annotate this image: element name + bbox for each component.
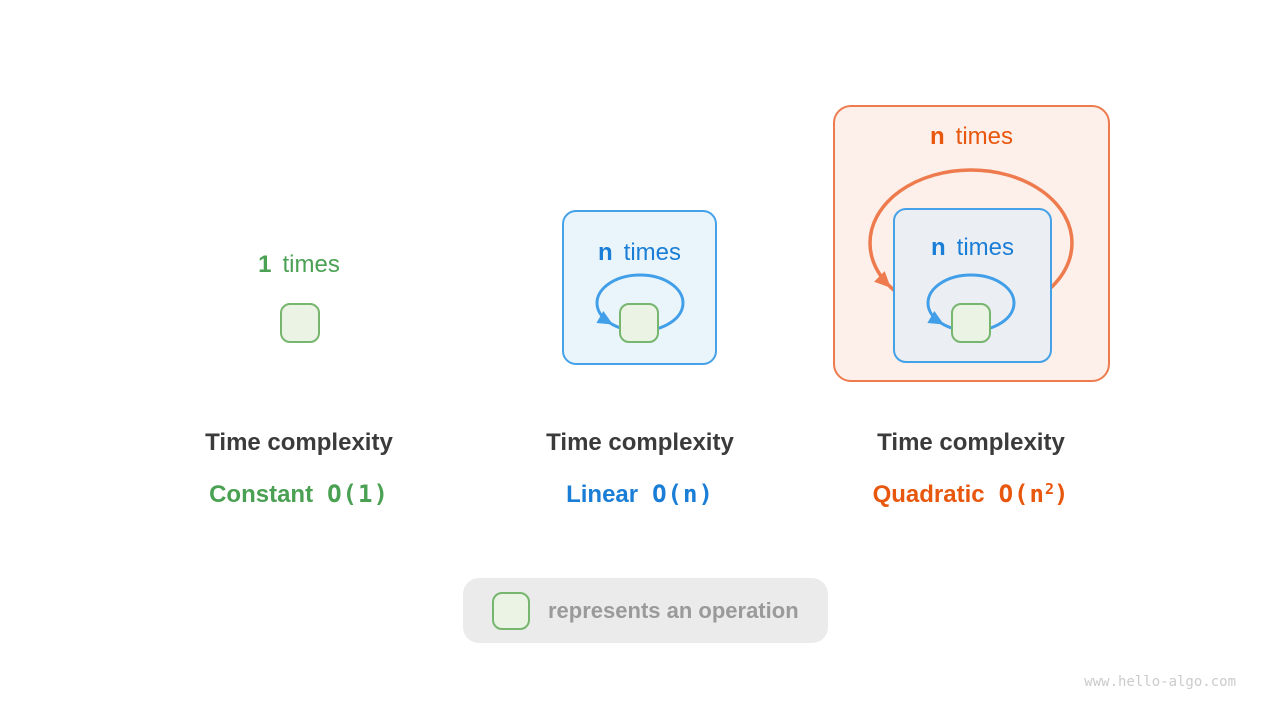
big-o-post: ) [1053, 480, 1070, 508]
quadratic-inner-times-count: n [930, 234, 946, 261]
quadratic-inner-times-word: times [956, 234, 1014, 261]
caption-formula: Quadratic O(n2) [811, 474, 1131, 508]
caption-formula: Constant O(1) [139, 474, 459, 508]
big-o-notation: O(n2) [999, 480, 1070, 508]
linear-times-count: n [597, 239, 613, 266]
caption-linear: Time complexity Linear O(n) [480, 428, 800, 508]
complexity-class-label: Constant [209, 481, 314, 508]
big-o-exponent: 2 [1044, 480, 1054, 498]
big-o-notation: O(1) [327, 480, 389, 508]
complexity-class-label: Quadratic [872, 481, 985, 508]
caption-title: Time complexity [546, 429, 734, 456]
quadratic-outer-times-count: n [929, 123, 945, 150]
constant-times-word: times [282, 251, 340, 278]
big-o-pre: O(n [998, 480, 1045, 508]
constant-times-label: 1 times [199, 250, 399, 280]
operation-square-legend-icon [492, 591, 530, 630]
operation-square [951, 303, 991, 343]
diagram-constant: 1 times [199, 250, 399, 350]
legend-text: represents an operation [548, 597, 799, 623]
operation-square [619, 303, 659, 343]
caption-quadratic: Time complexity Quadratic O(n2) [811, 428, 1131, 508]
complexity-class-label: Linear [566, 481, 639, 508]
caption-title: Time complexity [205, 429, 393, 456]
operation-square [280, 303, 320, 343]
big-o-pre: O(n) [652, 480, 714, 508]
caption-formula: Linear O(n) [480, 474, 800, 508]
big-o-pre: O(1) [327, 480, 389, 508]
caption-title: Time complexity [877, 429, 1065, 456]
big-o-notation: O(n) [652, 480, 714, 508]
caption-constant: Time complexity Constant O(1) [139, 428, 459, 508]
quadratic-outer-times-word: times [955, 123, 1013, 150]
legend: represents an operation [463, 578, 828, 643]
linear-times-word: times [623, 239, 681, 266]
constant-times-count: 1 [258, 251, 272, 278]
watermark: www.hello-algo.com [1084, 674, 1236, 690]
